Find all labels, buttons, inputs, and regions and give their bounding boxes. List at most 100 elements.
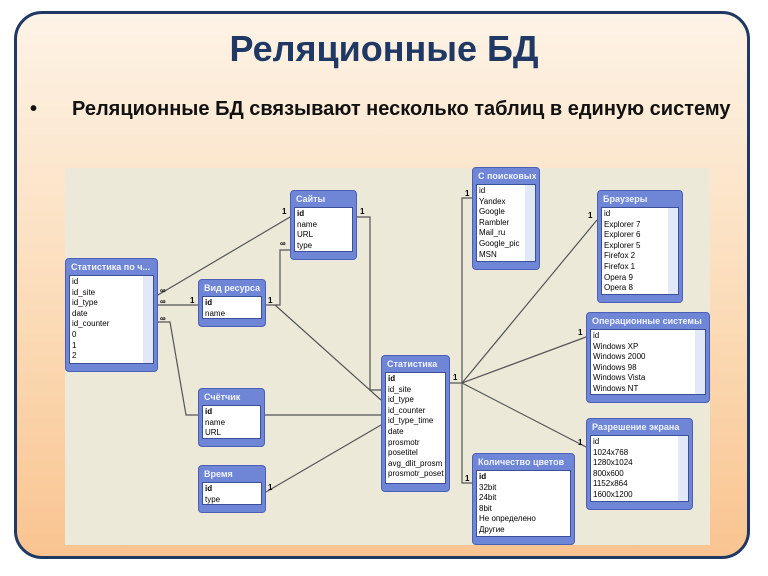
field-item[interactable]: id	[593, 331, 600, 340]
field-item[interactable]: Mail_ru	[479, 228, 506, 238]
table-title[interactable]: Счётчик	[204, 392, 241, 402]
field-item[interactable]: 1280x1024	[593, 458, 633, 468]
field-item[interactable]: 1	[72, 340, 77, 350]
scrollbar[interactable]	[143, 276, 153, 363]
field-item[interactable]: id_site	[72, 287, 96, 297]
field-item[interactable]: Windows XP	[593, 341, 639, 351]
table-title[interactable]: Статистика по ч...	[71, 262, 150, 272]
field-item[interactable]: id	[205, 407, 213, 416]
rel-line	[158, 321, 198, 416]
table-title[interactable]: Количество цветов	[478, 457, 565, 467]
table-title[interactable]: С поисковых	[478, 171, 536, 181]
field-item[interactable]: 800x600	[593, 468, 624, 478]
scrollbar[interactable]	[668, 208, 678, 294]
scrollbar[interactable]	[695, 330, 705, 394]
scrollbar[interactable]	[678, 436, 688, 501]
field-item[interactable]: Firefox 1	[604, 261, 636, 271]
field-item[interactable]: Windows 98	[593, 362, 637, 372]
field-item[interactable]: Windows Vista	[593, 373, 646, 383]
field-item[interactable]: 1024x768	[593, 447, 629, 457]
field-item[interactable]: id_site	[388, 384, 412, 394]
field-item[interactable]: Другие	[479, 524, 505, 534]
field-item[interactable]: 8bit	[479, 503, 492, 513]
field-item[interactable]: 32bit	[479, 482, 497, 492]
field-item[interactable]: MSN	[479, 249, 497, 259]
field-item[interactable]: name	[205, 308, 226, 318]
rel-line	[357, 216, 381, 391]
field-item[interactable]: name	[205, 417, 226, 427]
table-title[interactable]: Статистика	[387, 359, 438, 369]
field-item[interactable]: Opera 8	[604, 283, 633, 293]
field-item[interactable]: Google_pic	[479, 238, 520, 248]
field-item[interactable]: id	[72, 277, 79, 286]
field-item[interactable]: 2	[72, 351, 77, 361]
field-item[interactable]: Yandex	[479, 196, 506, 206]
field-item[interactable]: id	[604, 209, 611, 218]
table-title[interactable]: Время	[204, 469, 233, 479]
field-item[interactable]: type	[205, 494, 221, 504]
field-item[interactable]: Firefox 2	[604, 251, 636, 261]
field-item[interactable]: id	[205, 298, 213, 307]
field-item[interactable]: date	[72, 308, 88, 318]
field-item[interactable]: id	[593, 437, 600, 446]
field-item[interactable]: type	[297, 240, 313, 250]
table-title[interactable]: Операционные системы	[592, 316, 702, 326]
field-item[interactable]: URL	[205, 428, 222, 438]
one-label: 1	[268, 483, 273, 492]
field-item[interactable]: Explorer 6	[604, 230, 641, 240]
field-item[interactable]: posetitel	[388, 448, 418, 458]
one-label: 1	[268, 296, 273, 305]
field-item[interactable]: Google	[479, 207, 505, 217]
field-item[interactable]: id	[205, 484, 213, 493]
field-item[interactable]: Explorer 7	[604, 219, 641, 229]
table-title[interactable]: Сайты	[296, 194, 326, 204]
scrollbar[interactable]	[525, 185, 535, 261]
field-item[interactable]: URL	[297, 230, 314, 240]
field-item[interactable]: Explorer 5	[604, 240, 641, 250]
table-title[interactable]: Вид ресурса	[204, 283, 261, 293]
field-item[interactable]: Не определено	[479, 514, 536, 524]
field-item[interactable]: id	[388, 374, 396, 383]
field-item[interactable]: 24bit	[479, 493, 497, 503]
field-item[interactable]: id	[479, 472, 487, 481]
bullet-text: Реляционные БД связывают несколько табли…	[72, 98, 731, 120]
field-item[interactable]: date	[388, 426, 404, 436]
field-item[interactable]: 1152x864	[593, 479, 628, 489]
field-item[interactable]: 0	[72, 329, 77, 339]
field-item[interactable]: 1600x1200	[593, 489, 633, 499]
field-item[interactable]: id	[479, 186, 486, 195]
field-item[interactable]: id_type	[72, 298, 98, 308]
field-item[interactable]: prosmotr	[388, 437, 420, 447]
table-title[interactable]: Браузеры	[603, 194, 648, 204]
field-item[interactable]: Rambler	[479, 217, 510, 227]
field-item[interactable]: id_counter	[388, 405, 426, 415]
one-label: 1	[588, 211, 593, 220]
field-item[interactable]: id_type_time	[388, 416, 434, 426]
field-item[interactable]: id	[297, 209, 305, 218]
field-item[interactable]: prosmotr_poset	[388, 469, 444, 479]
field-item[interactable]: name	[297, 219, 318, 229]
field-item[interactable]: avg_dlit_prosm	[388, 458, 443, 468]
table-title[interactable]: Разрешение экрана	[592, 422, 680, 432]
field-item[interactable]: id_counter	[72, 319, 110, 329]
field-item[interactable]: Windows 2000	[593, 352, 646, 362]
field-item[interactable]: Opera 9	[604, 272, 633, 282]
field-item[interactable]: id_type	[388, 395, 414, 405]
field-item[interactable]: Windows NT	[593, 383, 639, 393]
